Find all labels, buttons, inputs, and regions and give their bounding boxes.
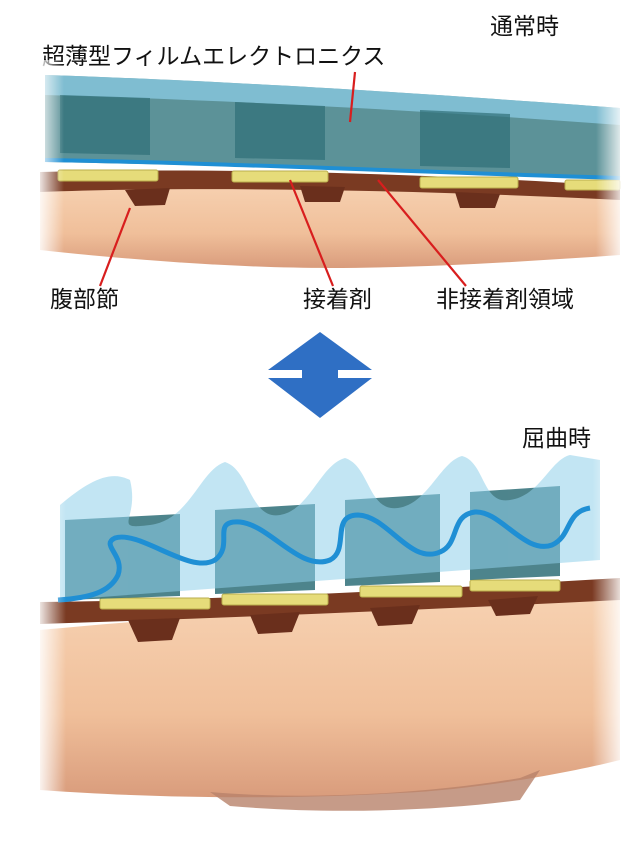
double-arrow-icon [268, 332, 372, 418]
state-normal-label: 通常時 [490, 14, 559, 40]
segment-label: 腹部節 [50, 287, 119, 313]
film-bottom-edge [57, 505, 591, 603]
bent-state-illustration [36, 440, 626, 811]
adhesive-strips-top [57, 169, 621, 191]
film-top-edge [44, 158, 621, 180]
segment-plates-bottom [128, 596, 538, 642]
cuticle-band-top [40, 170, 620, 200]
adhesive-label: 接着剤 [303, 287, 372, 313]
abdomen-body-bottom-rim [210, 770, 540, 811]
leader-lines [98, 71, 467, 287]
film-bottom-buckles [60, 455, 600, 600]
normal-state-illustration [36, 60, 626, 275]
film-label: 超薄型フィルムエレクトロニクス [42, 44, 386, 70]
segment-plates-top [125, 186, 500, 208]
leader-film [348, 71, 357, 123]
non-adhesive-label: 非接着剤領域 [436, 287, 574, 313]
abdomen-body-bottom [40, 590, 620, 798]
film-top-panels [60, 95, 510, 168]
leader-non-adhesive [377, 179, 467, 287]
leader-adhesive [288, 179, 335, 287]
leader-segment [98, 207, 132, 287]
state-bent-label: 屈曲時 [522, 426, 591, 452]
adhesive-strips-bottom [99, 579, 561, 610]
